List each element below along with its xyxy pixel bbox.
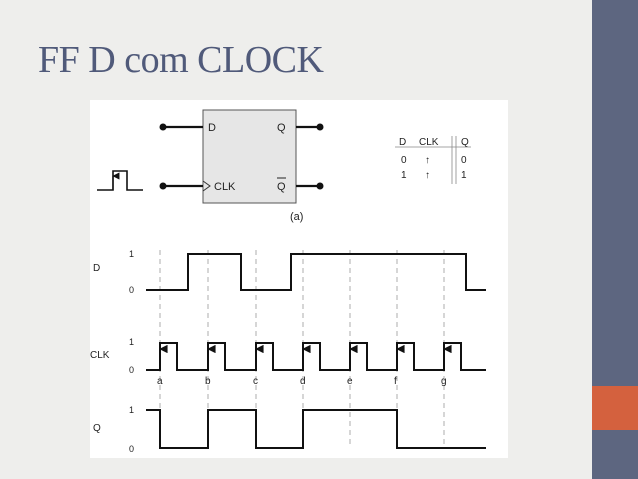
- clk-input-terminal: [159, 182, 167, 190]
- q-output-terminal: [316, 123, 324, 131]
- clock-pulse-symbol: [97, 170, 143, 191]
- qbar-output-label: Q: [277, 181, 286, 193]
- edge-label: c: [253, 376, 258, 387]
- truth-table-header-clk: CLK: [419, 137, 439, 148]
- qbar-output-terminal: [316, 182, 324, 190]
- edge-label: b: [205, 376, 211, 387]
- d-high-label: 1: [129, 249, 134, 259]
- clock-edge-triangle-icon: [202, 180, 211, 192]
- clk-high-label: 1: [129, 337, 134, 347]
- edge-label: g: [441, 376, 447, 387]
- q-low-label: 0: [129, 444, 134, 454]
- flipflop-symbol: D CLK Q Q (a): [159, 109, 324, 223]
- slide-accent-block: [592, 386, 638, 430]
- clk-waveform: [146, 342, 486, 371]
- timing-diagram: D CLK Q 1 0 1 0 1 0 a b c d e f g: [90, 249, 486, 454]
- q-high-label: 1: [129, 405, 134, 415]
- q-waveform: [146, 409, 486, 449]
- clk-low-label: 0: [129, 365, 134, 375]
- clk-input-label: CLK: [214, 181, 236, 193]
- edge-label: d: [300, 376, 306, 387]
- d-input-label: D: [208, 122, 216, 134]
- flipflop-box: [202, 109, 297, 204]
- timing-label-clk: CLK: [90, 350, 110, 361]
- timing-label-q: Q: [93, 423, 101, 434]
- truth-table-row1-d: 0: [401, 155, 407, 166]
- edge-label: e: [347, 376, 353, 387]
- truth-table: D CLK Q 0 ↑ 0 1 ↑ 1: [395, 136, 471, 184]
- flipflop-caption: (a): [290, 211, 303, 223]
- timing-label-d: D: [93, 263, 100, 274]
- d-low-label: 0: [129, 285, 134, 295]
- truth-table-row1-clk: ↑: [425, 155, 430, 166]
- truth-table-row2-d: 1: [401, 170, 407, 181]
- edge-label: f: [394, 376, 397, 387]
- truth-table-header-q: Q: [461, 137, 469, 148]
- truth-table-row1-q: 0: [461, 155, 467, 166]
- truth-table-row2-clk: ↑: [425, 170, 430, 181]
- q-output-label: Q: [277, 122, 286, 134]
- truth-table-row2-q: 1: [461, 170, 467, 181]
- d-waveform: [146, 253, 486, 291]
- truth-table-header-d: D: [399, 137, 406, 148]
- d-input-terminal: [159, 123, 167, 131]
- slide-title: FF D com CLOCK: [38, 39, 324, 81]
- edge-label: a: [157, 376, 163, 387]
